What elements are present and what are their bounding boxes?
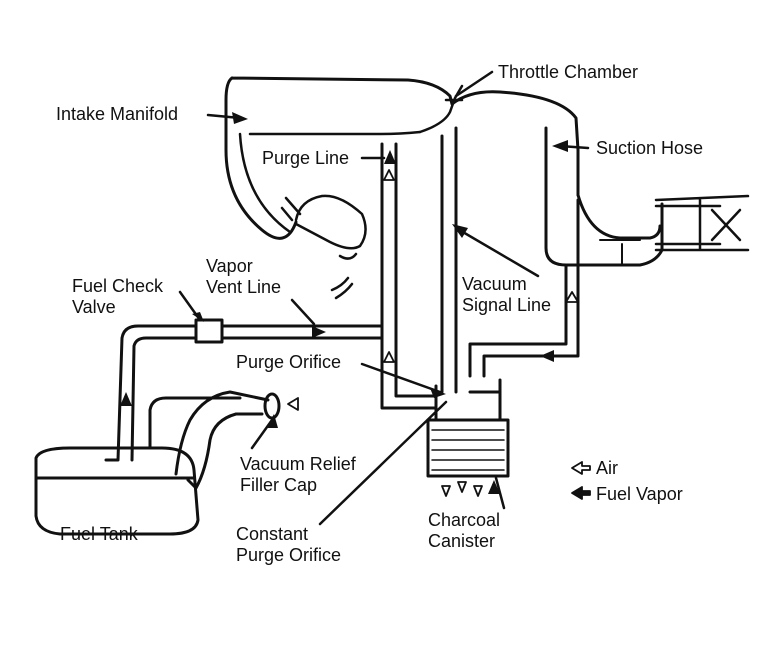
arrow-hollow-purge (383, 169, 395, 181)
label-fuel-check-valve-1: Fuel Check (72, 276, 164, 296)
label-vacuum-relief-filler-cap: Vacuum Relief Filler Cap (240, 454, 356, 496)
label-intake-manifold: Intake Manifold (56, 104, 179, 124)
suction-hose-clamp (599, 239, 641, 266)
charcoal-filter-fill (431, 429, 505, 471)
arrow-hollow-canister-2 (457, 481, 467, 493)
fuel-tank (34, 446, 200, 536)
leader-constant-purge (318, 400, 448, 526)
label-vapor-vent-line-1: Vapor (206, 256, 253, 276)
air-arrows (287, 169, 579, 497)
arrow-solid-return (540, 350, 554, 362)
intake-manifold-outline (224, 76, 580, 240)
label-constant-purge-2: Purge Orifice (236, 545, 342, 565)
label-vapor-vent-line: Vapor Vent Line (206, 256, 281, 298)
label-charcoal-canister: Charcoal Canister (428, 510, 500, 552)
arrow-solid-relief (266, 414, 278, 428)
arrow-solid-check (192, 312, 204, 322)
vapor-vent-line (104, 324, 384, 462)
arrow-hollow-canister-3 (473, 485, 483, 497)
leader-purge-orifice (360, 362, 442, 394)
purge-line-tube (380, 142, 438, 410)
label-charcoal-canister-2: Canister (428, 531, 496, 551)
injector-sketch (280, 194, 367, 300)
flow-arrows (120, 112, 568, 494)
label-purge-orifice: Purge Orifice (236, 352, 342, 372)
arrow-solid-purge-line (384, 150, 396, 164)
arrow-solid-vapor (312, 326, 326, 338)
throttle-chamber-neck (418, 84, 464, 134)
arrow-hollow-purge-low (383, 351, 395, 363)
label-vapor-vent-line-2: Vent Line (206, 277, 282, 297)
label-vacuum-relief-2: Filler Cap (240, 475, 318, 495)
leader-throttle (454, 70, 494, 98)
label-charcoal-canister-1: Charcoal (428, 510, 501, 530)
arrow-hollow-filler (287, 397, 299, 411)
suction-hose (544, 126, 664, 267)
charcoal-canister-body (426, 378, 510, 478)
leader-charcoal (494, 476, 506, 510)
label-vacuum-relief-1: Vacuum Relief (240, 454, 356, 474)
label-throttle-chamber: Throttle Chamber (498, 62, 639, 82)
arrow-solid-suction (552, 140, 568, 152)
arrow-solid-canister (488, 480, 500, 494)
arrow-hollow-canister-1 (441, 485, 451, 497)
arrow-hollow-suction (565, 291, 579, 303)
fuel-check-valve (194, 318, 224, 344)
leader-vacuum-signal (454, 226, 540, 278)
label-fuel-tank: Fuel Tank (60, 524, 138, 544)
label-constant-purge-1: Constant (236, 524, 309, 544)
label-fuel-check-valve: Fuel Check Valve (72, 276, 163, 318)
filler-neck (148, 390, 270, 490)
arrow-solid-intake (232, 112, 248, 124)
label-vacuum-signal-line: Vacuum Signal Line (462, 274, 551, 316)
air-cleaner (654, 194, 750, 252)
arrow-solid-tank-line (120, 392, 132, 406)
leader-vapor-vent (290, 298, 316, 326)
legend-vapor-symbol (571, 486, 591, 500)
label-suction-hose: Suction Hose (596, 138, 704, 158)
legend-air-symbol (571, 461, 591, 475)
arrow-solid-orifice (430, 388, 446, 398)
arrow-solid-vacuum (452, 224, 468, 238)
vacuum-signal-tube (440, 126, 458, 394)
label-fuel-check-valve-2: Valve (72, 297, 116, 317)
label-vacuum-signal-line-2: Signal Line (462, 295, 552, 315)
label-vacuum-signal-line-1: Vacuum (462, 274, 527, 294)
vacuum-relief-filler-cap-shape (263, 392, 281, 420)
label-purge-line: Purge Line (262, 148, 350, 168)
canister-return-line (468, 198, 580, 378)
manifold-inner-line (238, 130, 422, 234)
legend-air: Air (596, 458, 618, 478)
legend-fuel-vapor: Fuel Vapor (596, 484, 683, 504)
label-constant-purge-orifice: Constant Purge Orifice (236, 524, 341, 566)
